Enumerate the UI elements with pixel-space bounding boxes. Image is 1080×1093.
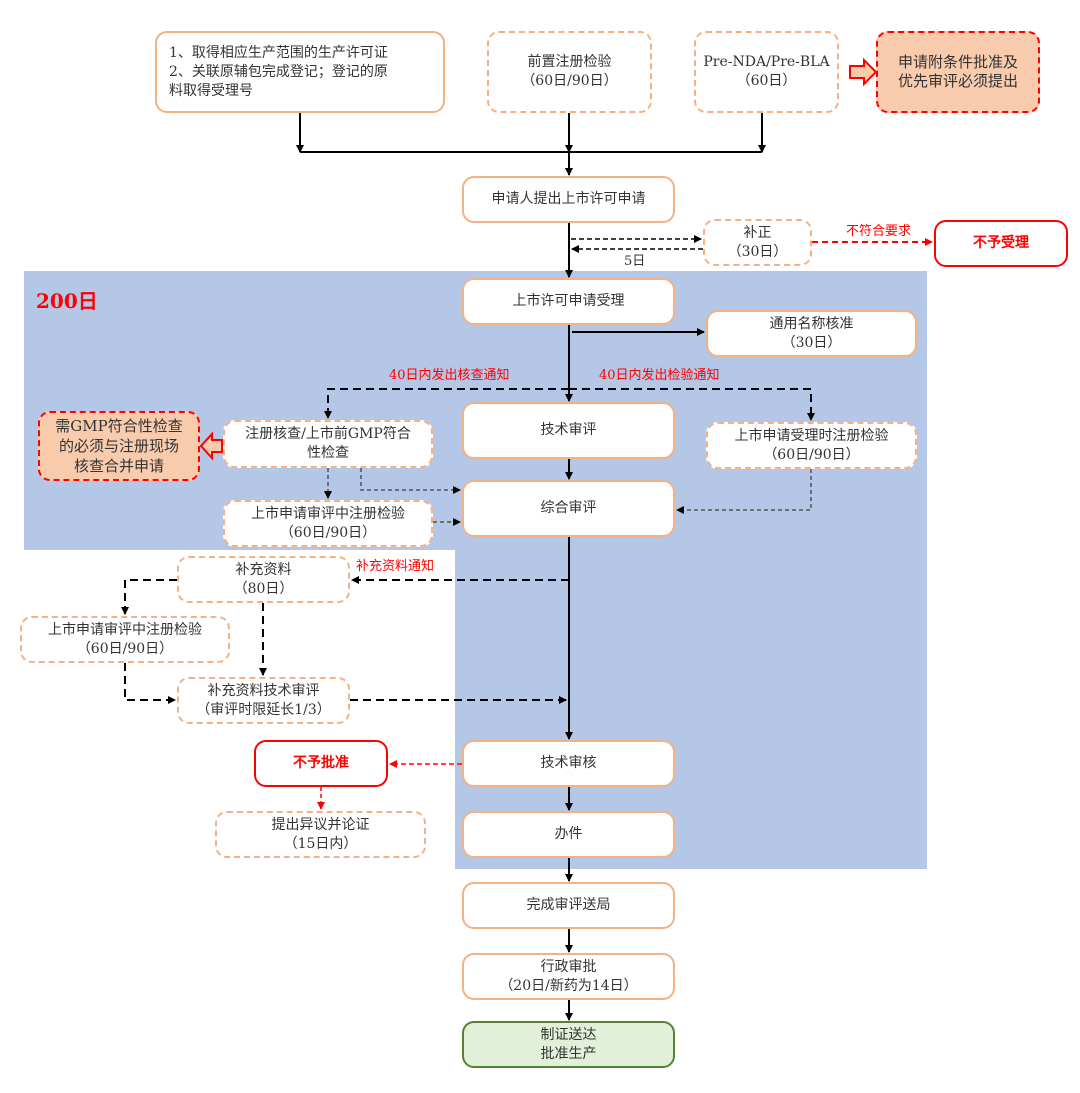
pre-nda-title: Pre-NDA/Pre-BLA (703, 54, 830, 70)
testing-during-review-2-duration: （60日/90日） (76, 640, 174, 657)
correction-duration: （30日） (727, 243, 788, 260)
testing-during-review-duration: （60日/90日） (279, 524, 377, 541)
certificate-issued-box[interactable]: 制证送达 批准生产 (462, 1021, 675, 1068)
not-approved-box[interactable]: 不予批准 (254, 740, 388, 787)
certificate-issued-line-2: 批准生产 (540, 1045, 597, 1062)
testing-on-acceptance-duration: （60日/90日） (763, 446, 860, 463)
gmp-merge-note-line-2: 的必须与注册现场 (58, 437, 179, 455)
supplement-technical-review-box[interactable]: 补充资料技术审评 （审评时限延长1/3） (177, 677, 350, 724)
generic-name-duration: （30日） (781, 334, 842, 351)
not-approved-label: 不予批准 (293, 755, 349, 771)
pre-registration-testing-duration: （60日/90日） (521, 73, 618, 89)
submit-application-box[interactable]: 申请人提出上市许可申请 (462, 176, 675, 223)
gmp-inspection-line-1: 注册核查/上市前GMP符合 (245, 426, 411, 442)
block-arrow-conditional (849, 57, 878, 87)
supplement-materials-title: 补充资料 (235, 561, 292, 578)
gmp-inspection-box[interactable]: 注册核查/上市前GMP符合 性检查 (223, 420, 433, 468)
pre-registration-testing-box[interactable]: 前置注册检验 （60日/90日） (487, 31, 652, 113)
comprehensive-review-label: 综合审评 (540, 500, 597, 516)
arrow-testing2-to-review (124, 663, 176, 704)
gmp-merge-note-line-3: 核查合并申请 (73, 457, 164, 475)
objection-title: 提出异议并论证 (271, 816, 370, 833)
processing-box[interactable]: 办件 (462, 811, 675, 858)
supplement-materials-box[interactable]: 补充资料 （80日） (177, 556, 350, 603)
correction-days-label: 5日 (624, 254, 646, 269)
testing-notice-label: 40日内发出检验通知 (599, 368, 720, 383)
prerequisite-box[interactable]: 1、取得相应生产范围的生产许可证 2、关联原辅包完成登记；登记的原 料取得受理号 (155, 31, 445, 113)
send-to-bureau-label: 完成审评送局 (526, 897, 611, 913)
review-period-title: 200日 (36, 289, 98, 313)
conditional-approval-line-1: 申请附条件批准及 (897, 53, 1018, 71)
objection-duration: （15日内） (283, 835, 358, 852)
objection-box[interactable]: 提出异议并论证 （15日内） (215, 811, 426, 858)
testing-on-acceptance-box[interactable]: 上市申请受理时注册检验 （60日/90日） (706, 422, 917, 469)
prerequisite-line-2: 2、关联原辅包完成登记；登记的原 (169, 63, 388, 80)
supplement-materials-duration: （80日） (233, 580, 294, 597)
pre-registration-testing-title: 前置注册检验 (527, 54, 612, 70)
not-compliant-label: 不符合要求 (846, 224, 912, 239)
administrative-approval-title: 行政审批 (540, 958, 597, 975)
comprehensive-review-box[interactable]: 综合审评 (462, 480, 675, 537)
technical-review-box[interactable]: 技术审评 (462, 402, 675, 459)
generic-name-title: 通用名称核准 (769, 315, 854, 332)
testing-during-review-box[interactable]: 上市申请审评中注册检验 （60日/90日） (223, 500, 433, 547)
processing-label: 办件 (554, 826, 583, 842)
pre-nda-box[interactable]: Pre-NDA/Pre-BLA （60日） (694, 31, 839, 113)
correction-box[interactable]: 补正 （30日） (703, 219, 812, 266)
testing-during-review-2-title: 上市申请审评中注册检验 (48, 621, 202, 638)
pre-nda-duration: （60日） (736, 73, 797, 89)
application-accepted-label: 上市许可申请受理 (512, 293, 625, 309)
technical-verification-label: 技术审核 (540, 755, 597, 771)
administrative-approval-box[interactable]: 行政审批 （20日/新药为14日） (462, 953, 675, 1000)
not-accepted-label: 不予受理 (973, 235, 1029, 251)
supplement-technical-review-duration: （审评时限延长1/3） (196, 701, 331, 718)
testing-on-acceptance-title: 上市申请受理时注册检验 (734, 427, 889, 444)
generic-name-approval-box[interactable]: 通用名称核准 （30日） (706, 310, 917, 357)
gmp-merge-note[interactable]: 需GMP符合性检查 的必须与注册现场 核查合并申请 (38, 411, 200, 481)
arrow-supplement-to-testing (121, 579, 177, 615)
gmp-merge-note-line-1: 需GMP符合性检查 (55, 417, 183, 435)
technical-review-label: 技术审评 (540, 422, 597, 438)
inspection-notice-label: 40日内发出核查通知 (389, 368, 510, 383)
send-to-bureau-box[interactable]: 完成审评送局 (462, 882, 675, 929)
prerequisite-line-3: 料取得受理号 (169, 82, 253, 99)
administrative-approval-duration: （20日/新药为14日） (499, 977, 638, 994)
conditional-approval-line-2: 优先审评必须提出 (897, 72, 1018, 90)
submit-application-label: 申请人提出上市许可申请 (491, 191, 646, 207)
application-accepted-box[interactable]: 上市许可申请受理 (462, 278, 675, 325)
prerequisite-line-1: 1、取得相应生产范围的生产许可证 (169, 44, 388, 61)
technical-verification-box[interactable]: 技术审核 (462, 740, 675, 787)
not-accepted-box[interactable]: 不予受理 (934, 220, 1068, 267)
gmp-inspection-line-2: 性检查 (307, 445, 349, 461)
testing-during-review-2-box[interactable]: 上市申请审评中注册检验 （60日/90日） (20, 616, 230, 663)
certificate-issued-line-1: 制证送达 (540, 1026, 597, 1043)
supplement-technical-review-title: 补充资料技术审评 (207, 682, 320, 699)
correction-title: 补正 (743, 224, 772, 241)
conditional-approval-note[interactable]: 申请附条件批准及 优先审评必须提出 (876, 31, 1040, 113)
supplement-notice-label: 补充资料通知 (356, 559, 435, 574)
testing-during-review-title: 上市申请审评中注册检验 (251, 505, 405, 522)
